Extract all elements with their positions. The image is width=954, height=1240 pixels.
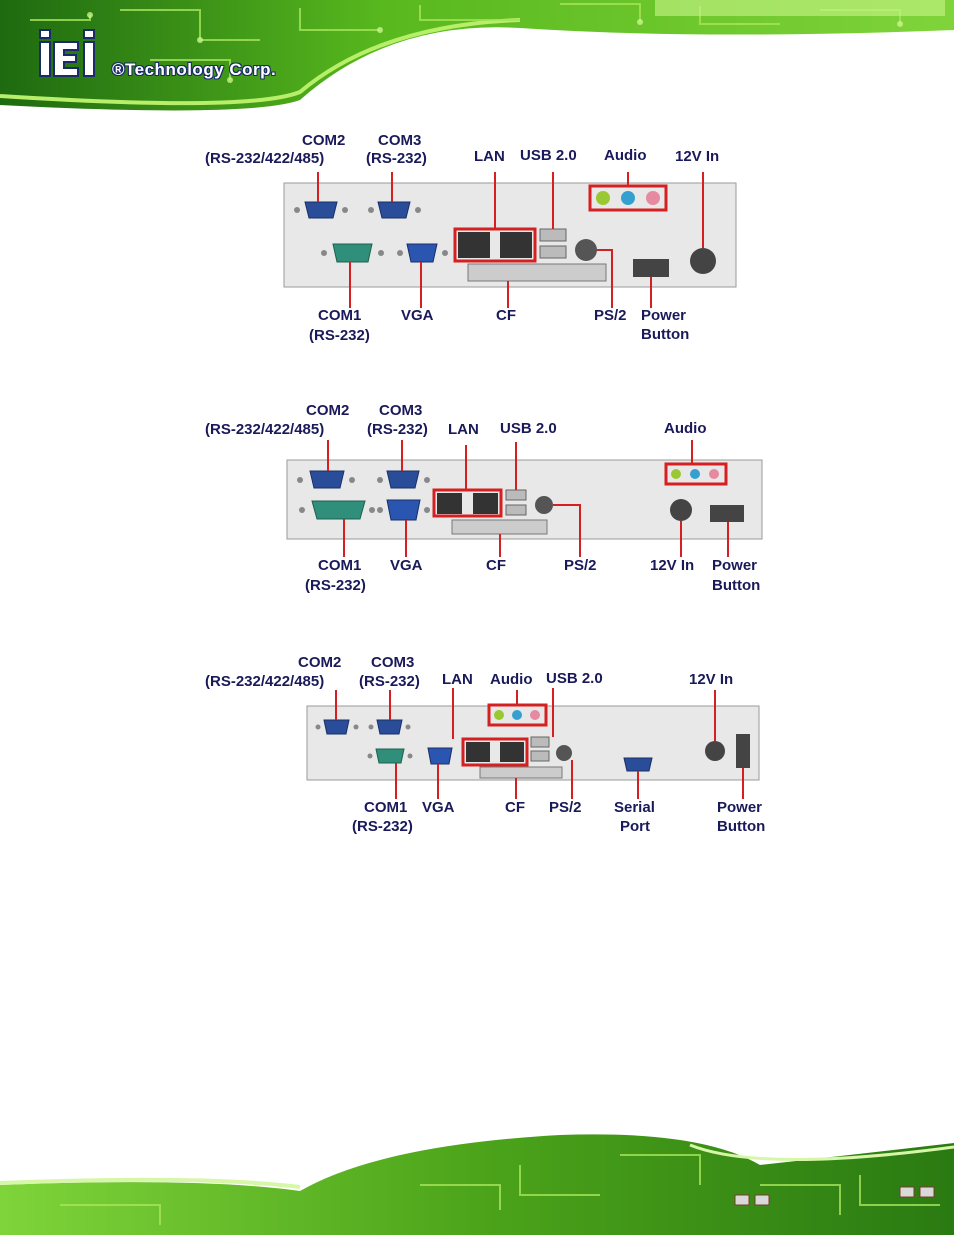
cf-label: CF xyxy=(496,307,516,324)
serial-port-icon xyxy=(623,757,653,772)
usb-label: USB 2.0 xyxy=(500,420,557,437)
com2-label: COM2 xyxy=(298,654,342,671)
com1-label: COM1 xyxy=(318,307,362,324)
power-button-icon xyxy=(736,734,750,768)
power-button-icon xyxy=(710,505,744,522)
vga-label: VGA xyxy=(422,799,455,816)
com1-label: COM1 xyxy=(318,557,362,574)
com2-spec-label: (RS-232/422/485) xyxy=(205,673,325,690)
com1-port-icon xyxy=(367,748,413,764)
ps2-label: PS/2 xyxy=(594,307,627,324)
com3-port-icon xyxy=(368,201,421,219)
audio-label: Audio xyxy=(490,671,533,688)
com3-label: COM3 xyxy=(371,654,415,671)
rear-panel-diagram-2: COM2 (RS-232/422/485) COM3 (RS-232) LAN … xyxy=(0,0,954,600)
ps2-label: PS/2 xyxy=(564,557,597,574)
com3-label: COM3 xyxy=(378,132,422,149)
iei-logo-icon xyxy=(39,29,95,77)
com1-port-icon xyxy=(299,500,375,520)
usb-label: USB 2.0 xyxy=(546,670,603,687)
com3-port-icon xyxy=(377,470,430,489)
com1-port-icon xyxy=(321,243,384,263)
cf-label: CF xyxy=(486,557,506,574)
com1-spec-label: (RS-232) xyxy=(309,327,370,344)
serial-port-label: Serial xyxy=(614,799,655,816)
com2-port-icon xyxy=(297,470,355,489)
com3-port-icon xyxy=(368,719,411,735)
power-in-label: 12V In xyxy=(650,557,695,574)
company-tagline: ®Technology Corp. xyxy=(112,60,277,79)
lan-label: LAN xyxy=(448,421,479,438)
power-jack-icon xyxy=(705,741,725,761)
com2-label: COM2 xyxy=(302,132,346,149)
circuit-board-banner xyxy=(0,0,954,111)
lan-label: LAN xyxy=(442,671,473,688)
power-jack-icon xyxy=(670,499,692,521)
com2-spec-label: (RS-232/422/485) xyxy=(205,421,325,438)
com3-spec-label: (RS-232) xyxy=(367,421,428,438)
usb-label: USB 2.0 xyxy=(520,147,577,164)
ps2-port-icon xyxy=(575,239,597,261)
rear-panel-drawing-3 xyxy=(306,688,760,799)
com3-spec-label: (RS-232) xyxy=(359,673,420,690)
ps2-port-icon xyxy=(556,745,572,761)
vga-label: VGA xyxy=(401,307,434,324)
page-footer xyxy=(0,1125,954,1235)
vga-port-icon xyxy=(377,499,430,521)
rear-panel-diagram-3: COM2 (RS-232/422/485) COM3 (RS-232) LAN … xyxy=(205,654,766,835)
audio-label: Audio xyxy=(604,147,647,164)
cf-slot-icon xyxy=(467,263,607,282)
cf-label: CF xyxy=(505,799,525,816)
circuit-board-footer xyxy=(0,1134,954,1235)
com3-spec-label: (RS-232) xyxy=(366,150,427,167)
power-button-icon xyxy=(633,259,669,277)
power-button-label: Power xyxy=(641,307,687,324)
lan-port-icon xyxy=(437,493,498,514)
usb-port-icon xyxy=(530,736,550,762)
power-button-label: Power xyxy=(717,799,763,816)
lan-port-icon xyxy=(458,232,532,258)
com1-spec-label: (RS-232) xyxy=(352,818,413,835)
power-jack-icon xyxy=(690,248,716,274)
audio-label: Audio xyxy=(664,420,707,437)
lan-label: LAN xyxy=(474,148,505,165)
com2-label: COM2 xyxy=(306,402,350,419)
rear-panel-diagram-1: COM2 (RS-232/422/485) COM3 (RS-232) LAN … xyxy=(0,0,954,360)
serial-port-label-2: Port xyxy=(620,818,650,835)
com2-port-icon xyxy=(315,719,359,735)
power-in-label: 12V In xyxy=(675,148,720,165)
vga-port-icon xyxy=(397,243,448,263)
ps2-port-icon xyxy=(535,496,553,514)
com3-label: COM3 xyxy=(379,402,423,419)
rear-panel-drawing-2 xyxy=(286,440,763,557)
lan-port-icon xyxy=(466,742,524,762)
ps2-label: PS/2 xyxy=(549,799,582,816)
com1-label: COM1 xyxy=(364,799,408,816)
power-in-label: 12V In xyxy=(689,671,734,688)
vga-label: VGA xyxy=(390,557,423,574)
power-button-label: Power xyxy=(712,557,758,574)
com1-spec-label: (RS-232) xyxy=(305,577,366,594)
com2-port-icon xyxy=(294,201,348,219)
vga-port-icon xyxy=(427,747,453,765)
com2-spec-label: (RS-232/422/485) xyxy=(205,150,325,167)
page-header: ®Technology Corp. xyxy=(0,0,954,120)
cf-slot-icon xyxy=(479,766,563,779)
power-button-label-2: Button xyxy=(641,326,690,343)
rear-panel-drawing-1 xyxy=(283,172,737,308)
power-button-label-2: Button xyxy=(717,818,766,835)
power-button-label-2: Button xyxy=(712,577,761,594)
